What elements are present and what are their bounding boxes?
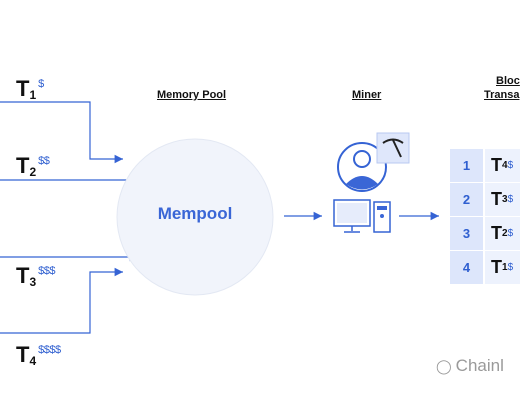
header-miner: Miner [352,89,382,101]
pickaxe-icon [376,132,410,164]
person-icon [337,142,387,192]
block-row-number: 2 [450,183,483,216]
mempool-label: Mempool [157,204,233,223]
watermark-text: Chainl [455,356,504,375]
block-row-number: 3 [450,217,483,250]
transaction-t1: T1$ [16,76,44,102]
watermark: ◯Chainl [436,356,504,376]
header-block-line1: Bloc [496,75,520,87]
block-row-number: 1 [450,149,483,182]
transaction-t4: T4$$$$ [16,342,61,368]
arrow-t4 [0,267,123,334]
header-block-line2: Transa [484,89,520,101]
computer-icon [333,199,391,233]
transaction-t3: T3$$$ [16,263,55,289]
arrow-t1 [0,101,123,164]
header-memory-pool: Memory Pool [157,89,227,101]
mempool-circle [116,138,274,296]
block-row-number: 4 [450,251,483,284]
wechat-icon: ◯ [436,358,452,374]
transaction-t2: T2$$ [16,153,50,179]
